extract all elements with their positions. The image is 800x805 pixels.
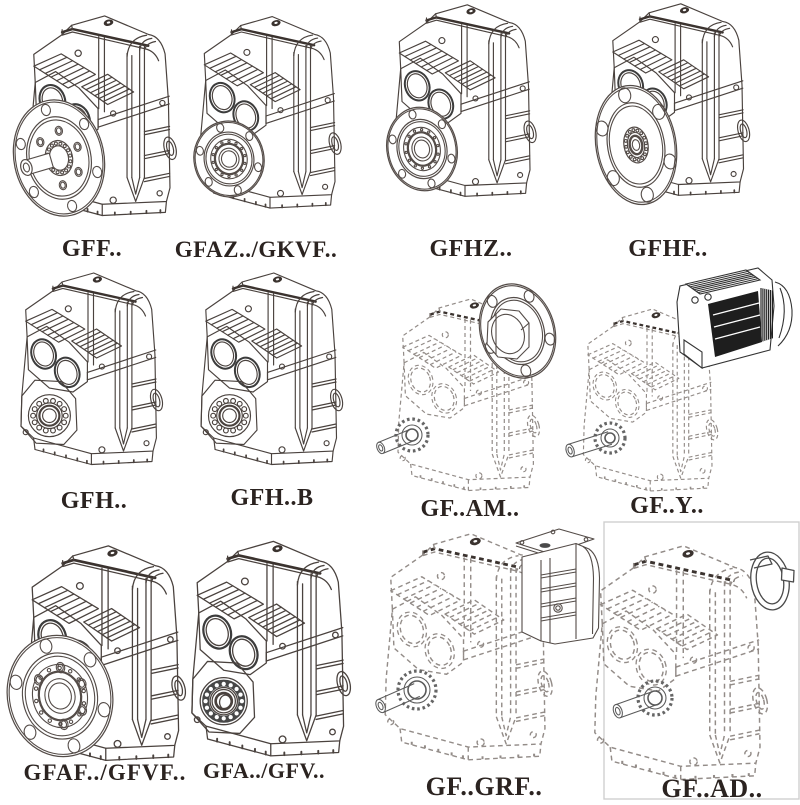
svg-text:GFAZ../GKVF..: GFAZ../GKVF.. xyxy=(175,237,337,262)
svg-text:GF..AM..: GF..AM.. xyxy=(420,496,519,522)
svg-text:GFHF..: GFHF.. xyxy=(628,236,707,262)
svg-text:GF..Y..: GF..Y.. xyxy=(630,493,704,519)
svg-text:GF..GRF..: GF..GRF.. xyxy=(426,772,543,800)
svg-text:GFHZ..: GFHZ.. xyxy=(429,236,512,262)
svg-text:GF..AD..: GF..AD.. xyxy=(661,774,762,800)
svg-text:GFH..: GFH.. xyxy=(61,488,128,514)
svg-text:GFH..B: GFH..B xyxy=(230,485,313,511)
svg-text:GFA../GFV..: GFA../GFV.. xyxy=(203,758,325,783)
svg-text:GFAF../GFVF..: GFAF../GFVF.. xyxy=(24,760,187,785)
svg-text:GFF..: GFF.. xyxy=(62,236,122,262)
